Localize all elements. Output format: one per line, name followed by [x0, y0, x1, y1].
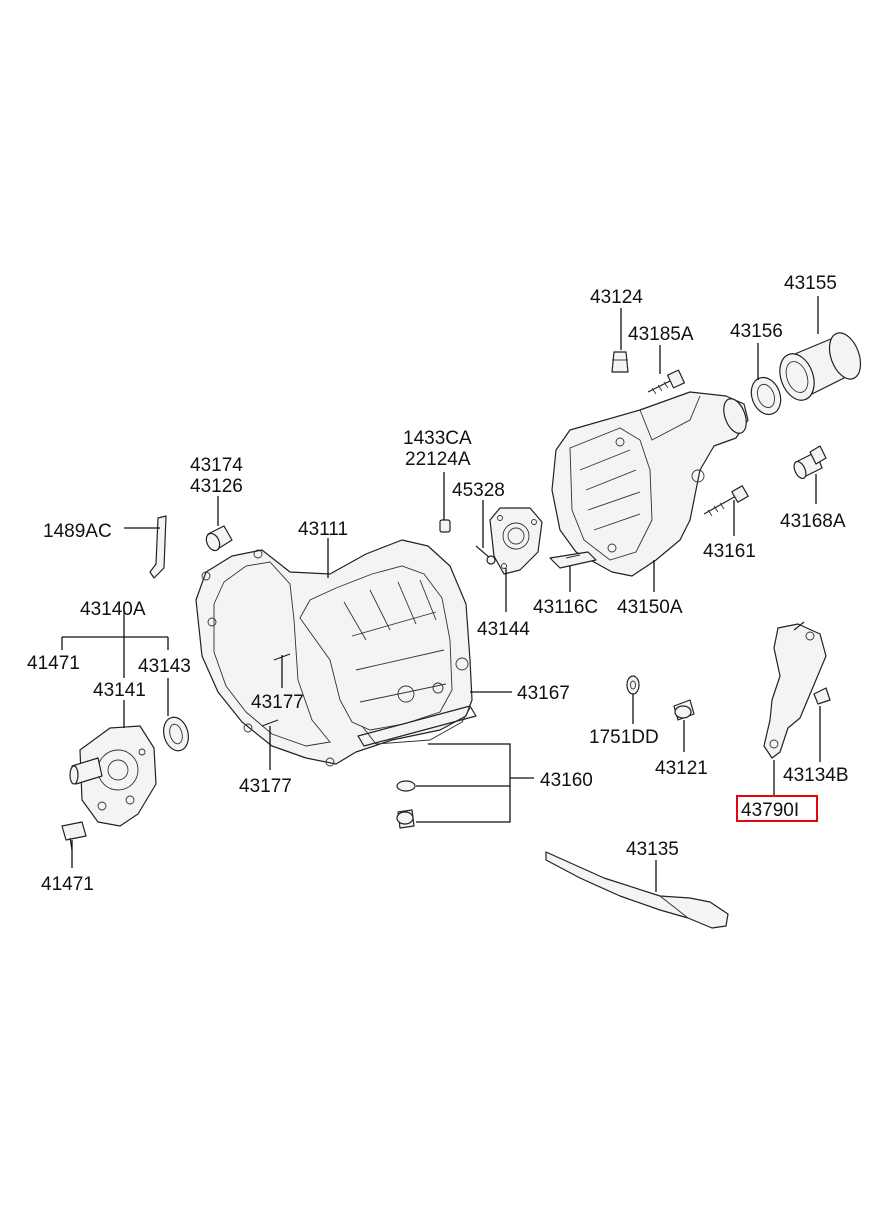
label-1489AC[interactable]: 1489AC: [43, 521, 112, 542]
part-1489AC-clip: [149, 515, 167, 579]
label-43144[interactable]: 43144: [477, 619, 530, 640]
part-43111-transmission-case: [195, 539, 473, 767]
label-43185A[interactable]: 43185A: [628, 324, 694, 345]
label-43177-lower[interactable]: 43177: [239, 776, 292, 797]
part-43167-gasket: [357, 705, 477, 747]
part-43177-dowel-lower: [261, 719, 279, 727]
part-43134B-clip: [813, 687, 831, 705]
part-43160-plug-upper: [396, 780, 416, 792]
part-43143-oil-seal: [163, 716, 189, 752]
part-43161-bolt: [703, 485, 749, 517]
label-43155[interactable]: 43155: [784, 273, 837, 294]
label-43141[interactable]: 43141: [93, 680, 146, 701]
label-43140A[interactable]: 43140A: [80, 599, 146, 620]
leader-lines: [61, 296, 821, 892]
part-43124-plug: [611, 351, 629, 373]
part-43160-plug-lower: [396, 809, 415, 829]
part-43185A-bolt: [647, 369, 685, 395]
part-43174-bushing: [205, 525, 233, 552]
highlight-box-43790I: [736, 795, 818, 822]
part-43121-bolt: [673, 699, 695, 721]
label-43143[interactable]: 43143: [138, 656, 191, 677]
label-22124A[interactable]: 22124A: [405, 449, 471, 470]
label-43116C[interactable]: 43116C: [533, 597, 598, 618]
label-1433CA[interactable]: 1433CA: [403, 428, 472, 449]
label-41471-lower[interactable]: 41471: [41, 874, 94, 895]
label-43174[interactable]: 43174: [190, 455, 243, 476]
label-43161[interactable]: 43161: [703, 541, 756, 562]
part-1433CA-pin: [439, 519, 451, 533]
label-43111[interactable]: 43111: [298, 519, 348, 540]
label-43135[interactable]: 43135: [626, 839, 679, 860]
label-43156[interactable]: 43156: [730, 321, 783, 342]
label-43150A[interactable]: 43150A: [617, 597, 683, 618]
label-43134B[interactable]: 43134B: [783, 765, 849, 786]
part-43116C-lever: [549, 551, 597, 569]
label-41471-upper[interactable]: 41471: [27, 653, 80, 674]
part-43150A-extension-housing: [551, 391, 749, 577]
part-43168A-breather: [793, 445, 827, 480]
part-43144-bracket: [489, 507, 543, 575]
label-43160[interactable]: 43160: [540, 770, 593, 791]
label-43168A[interactable]: 43168A: [780, 511, 846, 532]
label-43126[interactable]: 43126: [190, 476, 243, 497]
part-43156-seal: [750, 376, 782, 416]
label-43124[interactable]: 43124: [590, 287, 643, 308]
label-43121[interactable]: 43121: [655, 758, 708, 779]
part-43790I-bracket: [763, 621, 827, 759]
part-43135-bar: [545, 851, 729, 929]
part-43141-oil-pump: [69, 725, 157, 827]
part-1751DD-washer: [626, 675, 640, 695]
label-43167[interactable]: 43167: [517, 683, 570, 704]
label-43790I[interactable]: 43790I: [741, 800, 799, 821]
part-43155-cover: [779, 332, 862, 401]
label-45328[interactable]: 45328: [452, 480, 505, 501]
part-41471-bolt: [61, 821, 87, 851]
label-1751DD[interactable]: 1751DD: [589, 727, 659, 748]
part-45328-bolt: [475, 545, 496, 565]
label-43177-upper[interactable]: 43177: [251, 692, 304, 713]
